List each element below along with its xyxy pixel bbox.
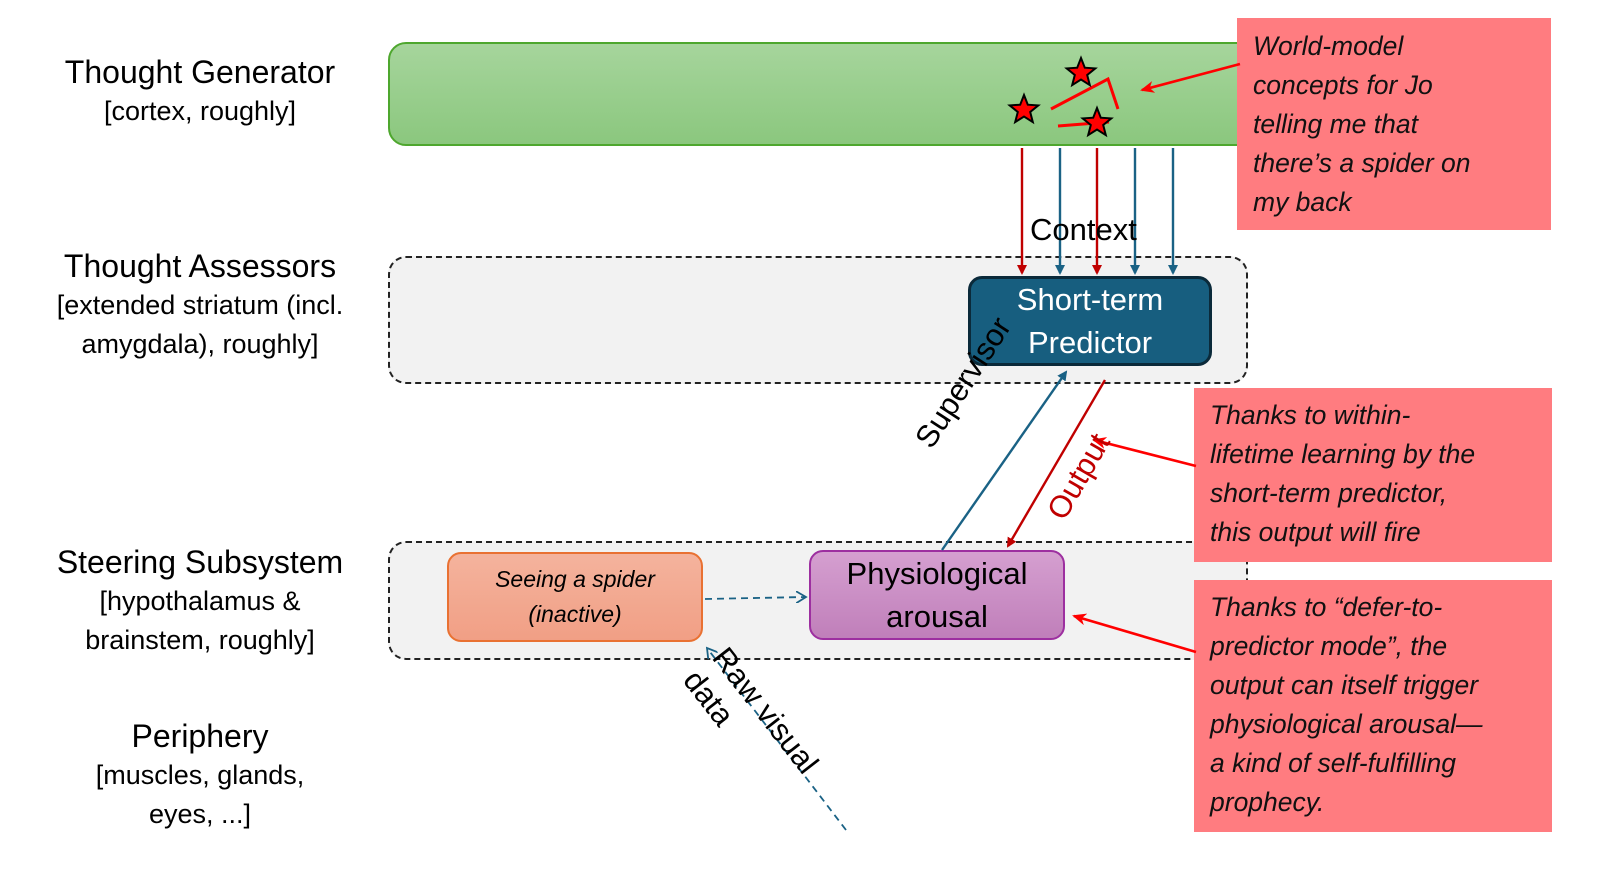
layer-subtitle: eyes, ...] xyxy=(148,799,252,829)
layer-subtitle: [muscles, glands, xyxy=(95,760,305,790)
note3-pointer xyxy=(1072,613,1197,654)
node-label: arousal xyxy=(886,599,988,634)
note-line: this output will fire xyxy=(1210,517,1421,547)
seeing-spider-node: Seeing a spider (inactive) xyxy=(447,552,703,642)
node-label: (inactive) xyxy=(528,601,622,627)
node-label: Physiological xyxy=(846,556,1028,591)
layer-subtitle: amygdala), roughly] xyxy=(81,329,319,359)
note-line: there’s a spider on xyxy=(1253,148,1471,178)
note-line: prophecy. xyxy=(1210,787,1325,817)
layer-title: Periphery xyxy=(131,718,269,754)
context-label: Context xyxy=(1030,212,1137,247)
node-label: Predictor xyxy=(1027,325,1153,360)
raw-visual-data-arrow xyxy=(707,648,847,831)
note-line: my back xyxy=(1253,187,1352,217)
thought-generator-bar xyxy=(388,42,1260,146)
note-line: Thanks to “defer-to- xyxy=(1210,592,1443,622)
note-within-lifetime-learning: Thanks to within- lifetime learning by t… xyxy=(1194,388,1552,562)
star-icon xyxy=(1007,92,1041,125)
layer-title: Thought Generator xyxy=(64,54,336,90)
note-world-model-concepts: World-model concepts for Jo telling me t… xyxy=(1237,18,1551,230)
supervisor-arrow xyxy=(941,370,1068,551)
spider-to-arousal-arrow xyxy=(704,597,806,599)
note-line: concepts for Jo xyxy=(1253,70,1433,100)
note-line: telling me that xyxy=(1253,109,1418,139)
note-line: Thanks to within- xyxy=(1210,400,1411,430)
concept-links xyxy=(1050,76,1120,111)
layer-subtitle: brainstem, roughly] xyxy=(85,625,315,655)
layer-subtitle: [hypothalamus & xyxy=(99,586,301,616)
layer-title: Thought Assessors xyxy=(63,248,337,284)
note2-pointer xyxy=(1092,437,1197,468)
layer-subtitle: [cortex, roughly] xyxy=(103,96,297,126)
node-label: Seeing a spider xyxy=(495,566,655,592)
note-line: output can itself trigger xyxy=(1210,670,1479,700)
star-icon xyxy=(1064,55,1098,88)
layer-title: Steering Subsystem xyxy=(56,544,344,580)
layer-label-steering-subsystem: Steering Subsystem [hypothalamus & brain… xyxy=(0,542,400,660)
note-line: lifetime learning by the xyxy=(1210,439,1476,469)
layer-subtitle: [extended striatum (incl. xyxy=(56,290,344,320)
star-icon xyxy=(1080,105,1114,138)
note-defer-to-predictor: Thanks to “defer-to- predictor mode”, th… xyxy=(1194,580,1552,832)
note-line: World-model xyxy=(1253,31,1404,61)
physiological-arousal-node: Physiological arousal xyxy=(809,550,1065,640)
note-line: short-term predictor, xyxy=(1210,478,1448,508)
node-label: Short-term xyxy=(1016,282,1164,317)
layer-label-periphery: Periphery [muscles, glands, eyes, ...] xyxy=(0,716,400,834)
output-arrow xyxy=(1006,379,1107,548)
note-line: physiological arousal— xyxy=(1210,709,1483,739)
note1-pointer xyxy=(1140,62,1241,93)
layer-label-thought-assessors: Thought Assessors [extended striatum (in… xyxy=(0,246,400,364)
note-line: a kind of self-fulfilling xyxy=(1210,748,1456,778)
layer-label-thought-generator: Thought Generator [cortex, roughly] xyxy=(0,52,400,131)
note-line: predictor mode”, the xyxy=(1210,631,1448,661)
